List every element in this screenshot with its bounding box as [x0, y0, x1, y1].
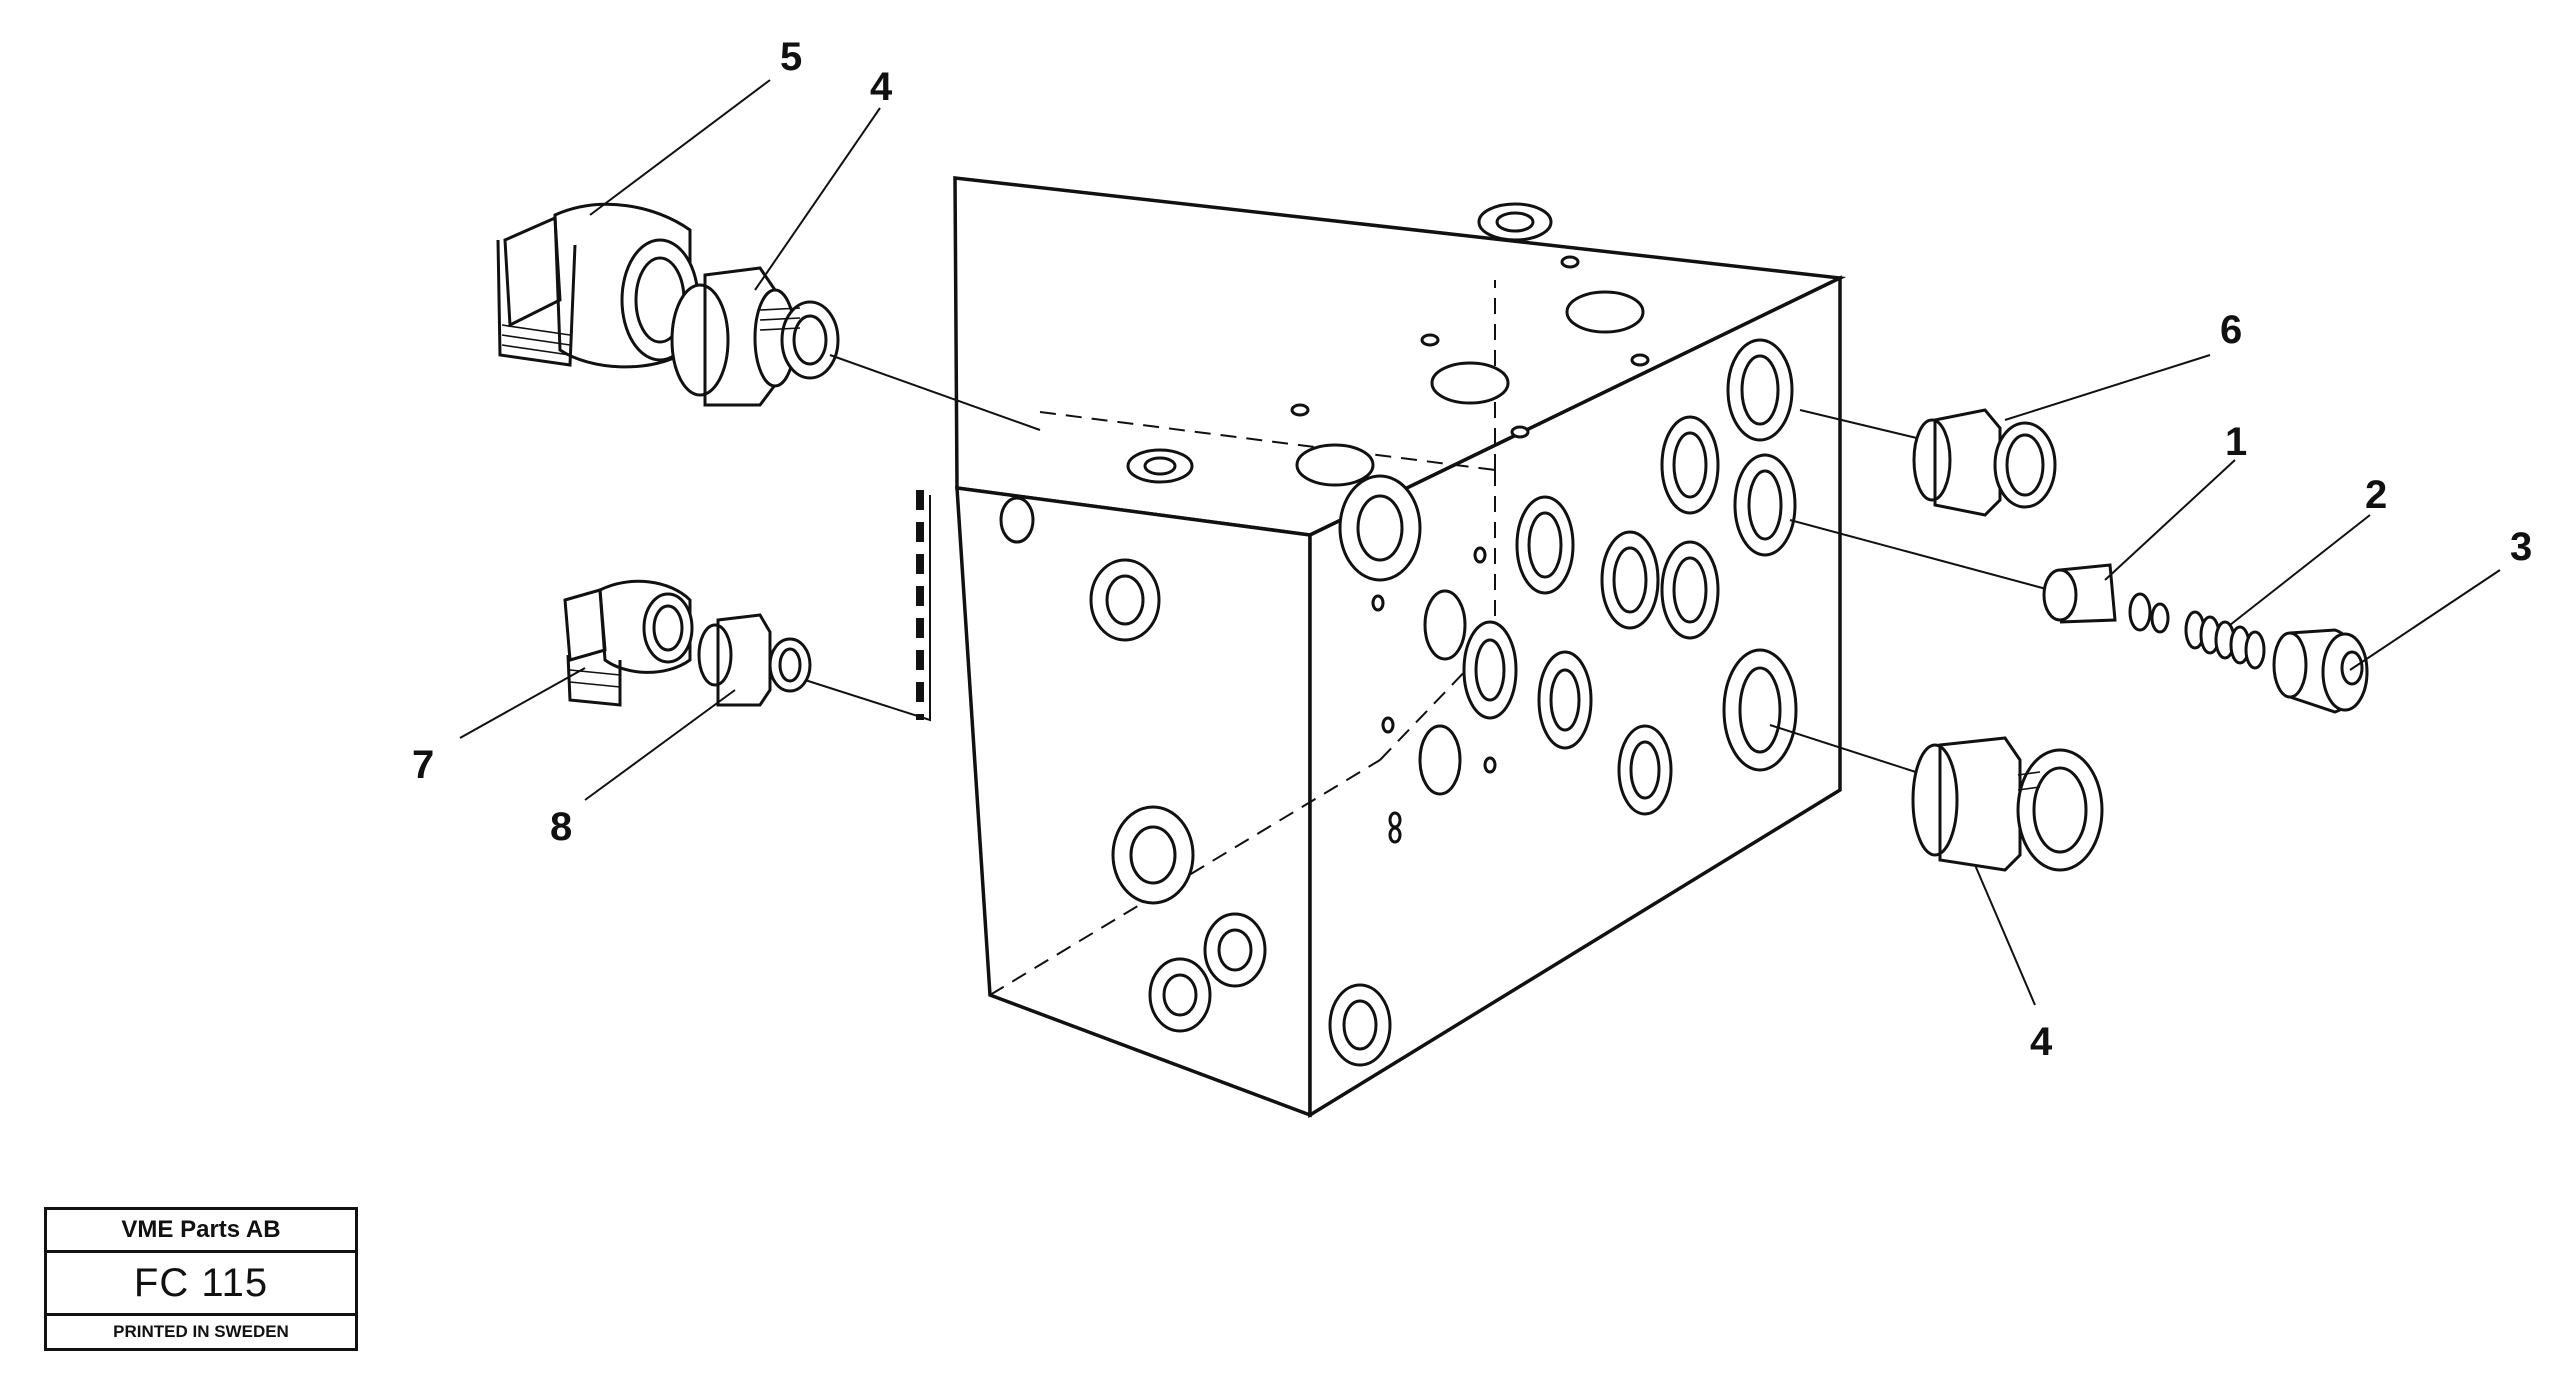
leader-lines: [459, 79, 2501, 1006]
callout-6: 6: [2220, 308, 2242, 352]
callout-1: 1: [2225, 420, 2247, 464]
elbow-fitting-7: [563, 579, 694, 707]
right-face-ports: [1338, 338, 1798, 844]
exploded-line-1-3: [1789, 519, 2051, 591]
plug-3: [2272, 628, 2369, 714]
adapter-4-top: [670, 266, 840, 407]
adapter-8: [697, 613, 812, 707]
exploded-line-top-left: [829, 354, 1041, 431]
valve-block: [953, 176, 1847, 1119]
callout-8: 8: [550, 805, 572, 849]
callout-4-bottom: 4: [2030, 1020, 2053, 1064]
valve-cartridge-1: [2042, 563, 2170, 634]
adapter-6: [1912, 408, 2057, 517]
exploded-line-bottom-left: [804, 495, 931, 722]
printed-note: PRINTED IN SWEDEN: [113, 1322, 289, 1341]
callout-2: 2: [2365, 473, 2387, 517]
figure-code: FC 115: [47, 1253, 355, 1316]
exploded-line-4-bottom: [1769, 724, 1926, 776]
front-face-ports: [999, 496, 1392, 1067]
callout-7: 7: [412, 743, 434, 787]
top-face-ports: [1126, 202, 1650, 487]
exploded-line-6: [1799, 409, 1926, 441]
callout-3: 3: [2510, 525, 2532, 569]
company-name: VME Parts AB: [47, 1210, 355, 1253]
adapter-4-bottom: [1911, 736, 2104, 872]
spring-2: [2184, 610, 2266, 670]
title-block: VME Parts AB FC 115 PRINTED IN SWEDEN: [44, 1207, 358, 1351]
callout-4-top: 4: [870, 65, 893, 109]
callout-5: 5: [780, 35, 802, 79]
elbow-fitting-5: [496, 202, 700, 369]
